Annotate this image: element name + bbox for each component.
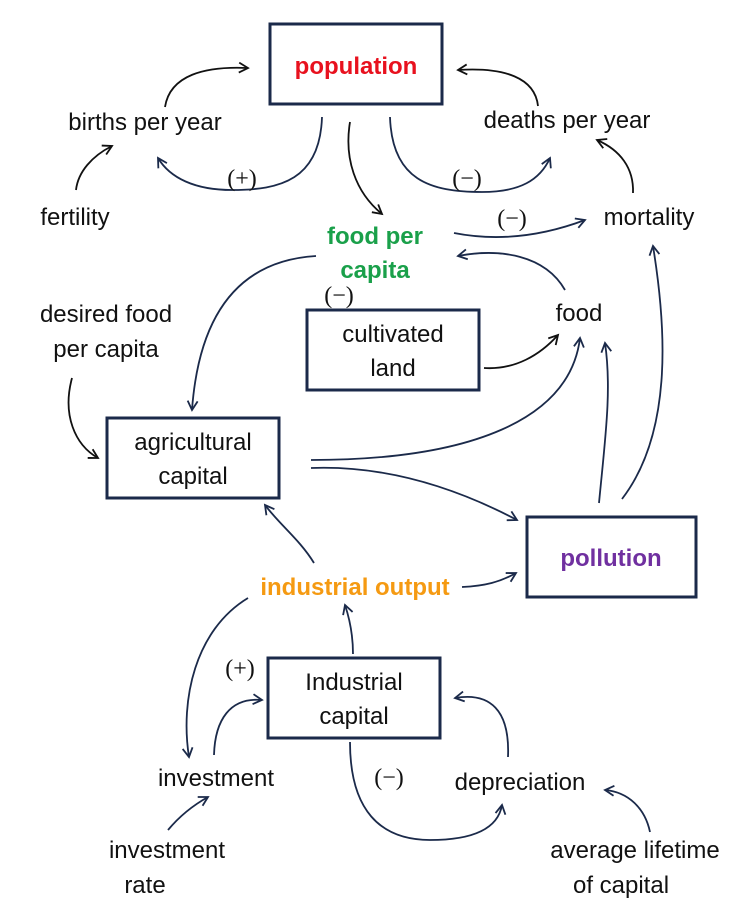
arrow-births-to-population xyxy=(164,61,250,108)
food-loop-sign: (−) xyxy=(324,283,354,309)
pollution-box xyxy=(525,515,698,599)
arrow-industrial-output-to-investment xyxy=(181,597,249,759)
cultivated-land-label-line2: land xyxy=(370,355,415,382)
industrial-capital-label-line2: capital xyxy=(319,703,388,730)
arrow-desired-food-to-agricultural-capital xyxy=(67,377,100,459)
arrow-food-to-food-per-capita xyxy=(456,248,566,291)
population-label: population xyxy=(295,53,418,80)
deaths-loop-sign: (−) xyxy=(452,166,482,192)
desired-food-label-line2: per capita xyxy=(53,336,159,363)
arrow-industrial-capital-to-industrial-output xyxy=(342,603,354,655)
food-label: food xyxy=(556,300,603,327)
arrow-pollution-to-food xyxy=(598,341,612,504)
agricultural-capital-box xyxy=(105,416,281,500)
agricultural-capital-label-line1: agricultural xyxy=(134,429,251,456)
mortality-label: mortality xyxy=(604,204,695,231)
arrow-industrial-output-to-agricultural-capital xyxy=(263,503,315,564)
arrow-agricultural-capital-to-pollution xyxy=(310,466,519,522)
food-per-capita-label-line2: capita xyxy=(340,257,410,284)
desired-food-label-line1: desired food xyxy=(40,301,172,328)
mortality-loop-sign: (−) xyxy=(497,206,527,232)
average-lifetime-label-line2: of capital xyxy=(573,872,669,899)
investment-loop-sign: (+) xyxy=(225,656,255,682)
arrow-industrial-capital-to-depreciation xyxy=(349,741,507,841)
births-loop-sign: (+) xyxy=(227,166,257,192)
arrow-average-lifetime-to-depreciation xyxy=(603,784,651,833)
arrow-pollution-to-mortality xyxy=(621,244,664,500)
industrial-capital-box xyxy=(266,656,442,740)
depreciation-loop-sign: (−) xyxy=(374,765,404,791)
arrow-investment-rate-to-investment xyxy=(167,796,210,831)
average-lifetime-label-line1: average lifetime xyxy=(550,837,719,864)
arrow-depreciation-to-industrial-capital xyxy=(453,690,509,758)
cultivated-land-box xyxy=(305,308,481,392)
arrow-food-per-capita-to-mortality xyxy=(453,217,587,238)
population-box xyxy=(268,22,444,106)
industrial-capital-label-line1: Industrial xyxy=(305,669,402,696)
arrow-fertility-to-births xyxy=(75,144,114,191)
investment-rate-label-line1: investment xyxy=(109,837,225,864)
arrow-industrial-output-to-pollution xyxy=(461,572,518,588)
investment-rate-label-line2: rate xyxy=(124,872,165,899)
arrow-deaths-to-population xyxy=(456,63,539,107)
deaths-per-year-label: deaths per year xyxy=(484,107,651,134)
arrow-cultivated-land-to-food xyxy=(483,333,560,370)
arrow-population-to-births xyxy=(157,116,323,191)
industrial-output-label: industrial output xyxy=(260,574,449,601)
agricultural-capital-label-line2: capital xyxy=(158,463,227,490)
births-per-year-label: births per year xyxy=(68,109,221,136)
pollution-label: pollution xyxy=(560,545,661,572)
investment-label: investment xyxy=(158,765,274,792)
food-per-capita-label-line1: food per xyxy=(327,223,423,250)
depreciation-label: depreciation xyxy=(455,769,586,796)
arrow-population-to-food-per-capita xyxy=(347,121,384,216)
arrow-investment-to-industrial-capital xyxy=(213,693,264,756)
arrow-agricultural-capital-to-food xyxy=(310,336,585,461)
cultivated-land-label-line1: cultivated xyxy=(342,321,443,348)
arrow-population-to-deaths xyxy=(389,116,552,193)
arrow-food-per-capita-to-agricultural-capital xyxy=(186,255,317,412)
arrow-mortality-to-deaths xyxy=(595,138,634,194)
fertility-label: fertility xyxy=(40,204,109,231)
